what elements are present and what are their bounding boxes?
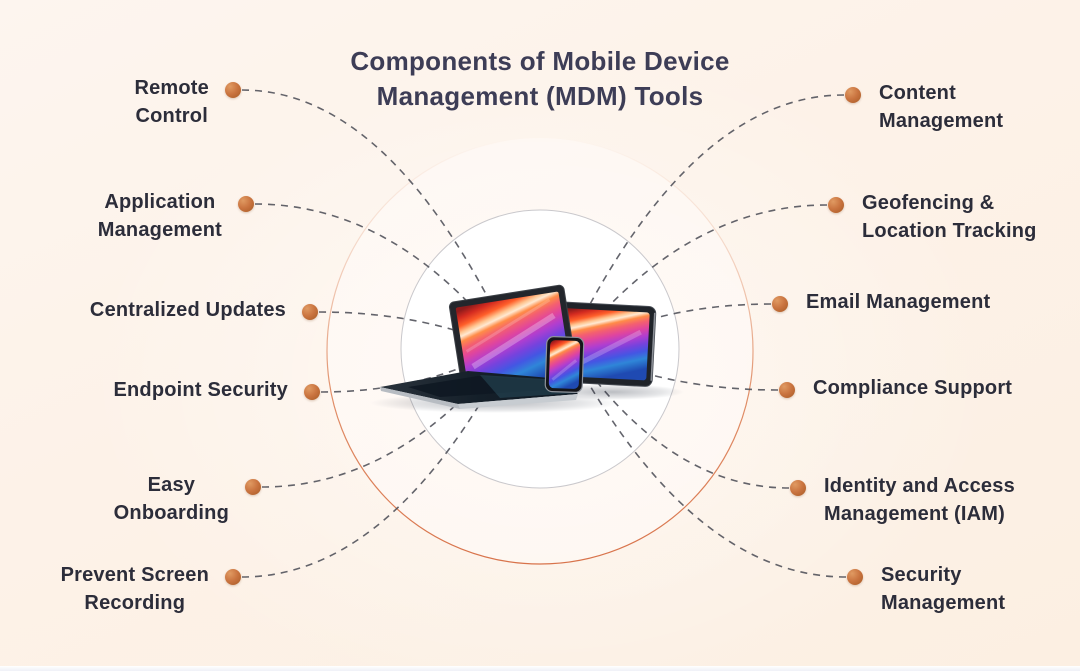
component-label-line: Security: [881, 564, 962, 586]
connector-line-right-5: [587, 382, 847, 578]
component-bullet: [790, 480, 806, 496]
component-label-line: Email Management: [806, 291, 991, 313]
component-label-line: Compliance Support: [813, 377, 1013, 399]
component-bullet: [847, 569, 863, 585]
component-bullet: [845, 87, 861, 103]
component-bullet: [225, 82, 241, 98]
component-bullet: [772, 296, 788, 312]
component-label-line: Recording: [84, 592, 186, 614]
connector-line-left-0: [241, 89, 495, 310]
component-label-line: Application: [104, 191, 216, 213]
component-label-line: Easy: [147, 474, 196, 496]
component-label: Geofencing & Location Tracking: [862, 189, 1037, 245]
connector-line-right-0: [585, 94, 845, 311]
diagram-title-line2: Management (MDM) Tools: [376, 81, 704, 111]
component-label-line: Centralized Updates: [89, 299, 286, 321]
component-label-line: Management: [881, 592, 1006, 614]
devices-illustration: [370, 284, 684, 413]
connector-line-right-1: [593, 204, 828, 323]
component-label-line: Onboarding: [113, 502, 229, 524]
diagram-title: Components of Mobile Device Management (…: [0, 44, 1080, 114]
component-label-line: Management (IAM): [824, 503, 1005, 525]
component-label: Email Management: [806, 288, 990, 316]
component-bullet: [302, 304, 318, 320]
component-bullet: [238, 196, 254, 212]
component-bullet: [828, 197, 844, 213]
component-bullet: [304, 384, 320, 400]
component-label: Compliance Support: [813, 374, 1012, 402]
component-label: Centralized Updates: [90, 296, 286, 324]
component-label-line: Remote: [134, 77, 209, 99]
component-label-line: Management: [97, 219, 222, 241]
component-label-line: Geofencing &: [862, 192, 995, 214]
diagram-title-line1: Components of Mobile Device: [350, 46, 730, 76]
component-bullet: [779, 382, 795, 398]
component-label-line: Control: [135, 105, 208, 127]
smartphone-illustration: [544, 336, 585, 394]
connector-line-left-1: [254, 203, 487, 323]
component-label-line: Prevent Screen: [60, 564, 209, 586]
component-label-line: Identity and Access: [824, 475, 1015, 497]
component-label: Endpoint Security: [113, 376, 288, 404]
component-bullet: [245, 479, 261, 495]
component-label-line: Content: [879, 82, 956, 104]
footer-strip: [0, 666, 1080, 671]
component-label-line: Management: [879, 110, 1004, 132]
component-label-line: Location Tracking: [862, 220, 1037, 242]
connector-line-left-5: [241, 383, 493, 578]
component-label-line: Endpoint Security: [113, 379, 288, 401]
component-bullet: [225, 569, 241, 585]
